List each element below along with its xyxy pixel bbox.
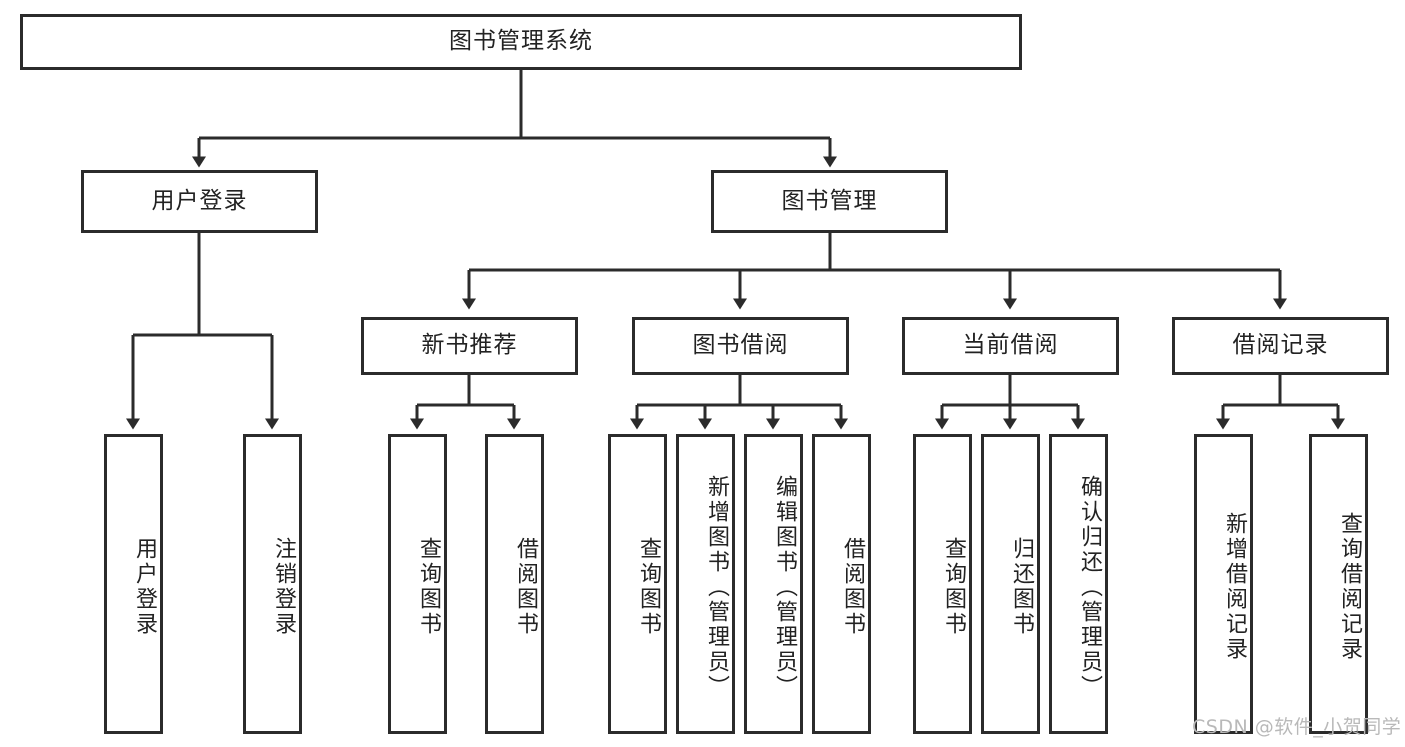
node-book-borrow[interactable]: 图书借阅 [632, 317, 849, 375]
node-leaf-return-book[interactable]: 归还图书 [981, 434, 1040, 734]
node-label: 图书借阅 [692, 332, 789, 359]
node-label: 借阅图书 [513, 537, 538, 637]
node-label: 图书管理 [781, 187, 878, 214]
node-leaf-edit-book-admin[interactable]: 编辑图书（管理员） [744, 434, 803, 734]
node-leaf-logout-login[interactable]: 注销登录 [243, 434, 302, 734]
node-leaf-borrow-book-recommend[interactable]: 借阅图书 [485, 434, 544, 734]
node-label: 当前借阅 [962, 332, 1059, 359]
node-root-book-management-system[interactable]: 图书管理系统 [20, 14, 1022, 70]
node-label: 新增借阅记录 [1222, 512, 1247, 662]
node-leaf-borrow-book[interactable]: 借阅图书 [812, 434, 871, 734]
node-borrow-record[interactable]: 借阅记录 [1172, 317, 1389, 375]
node-current-borrow[interactable]: 当前借阅 [902, 317, 1119, 375]
node-label: 查询图书 [416, 537, 441, 637]
node-label: 查询借阅记录 [1337, 512, 1362, 662]
node-leaf-confirm-return-admin[interactable]: 确认归还（管理员） [1049, 434, 1108, 734]
node-label: 用户登录 [132, 537, 157, 637]
node-leaf-query-book-recommend[interactable]: 查询图书 [388, 434, 447, 734]
node-leaf-query-book-borrow[interactable]: 查询图书 [608, 434, 667, 734]
node-label: 用户登录 [151, 187, 248, 214]
node-label: 新增图书（管理员） [704, 474, 729, 700]
node-label: 新书推荐 [421, 332, 518, 359]
node-label: 借阅记录 [1232, 332, 1329, 359]
node-leaf-user-login[interactable]: 用户登录 [104, 434, 163, 734]
node-label: 归还图书 [1009, 537, 1034, 637]
node-leaf-query-borrow-record[interactable]: 查询借阅记录 [1309, 434, 1368, 734]
node-leaf-add-book-admin[interactable]: 新增图书（管理员） [676, 434, 735, 734]
node-leaf-query-book-current[interactable]: 查询图书 [913, 434, 972, 734]
node-new-book-recommend[interactable]: 新书推荐 [361, 317, 578, 375]
node-label: 注销登录 [271, 537, 296, 637]
node-user-login[interactable]: 用户登录 [81, 170, 318, 233]
watermark: CSDN @软件_小贺同学 [1192, 716, 1402, 738]
node-label: 查询图书 [636, 537, 661, 637]
node-book-management[interactable]: 图书管理 [711, 170, 948, 233]
node-label: 编辑图书（管理员） [772, 474, 797, 700]
node-label: 图书管理系统 [449, 28, 593, 55]
node-leaf-add-borrow-record[interactable]: 新增借阅记录 [1194, 434, 1253, 734]
node-label: 查询图书 [941, 537, 966, 637]
node-label: 确认归还（管理员） [1077, 474, 1102, 700]
node-label: 借阅图书 [840, 537, 865, 637]
